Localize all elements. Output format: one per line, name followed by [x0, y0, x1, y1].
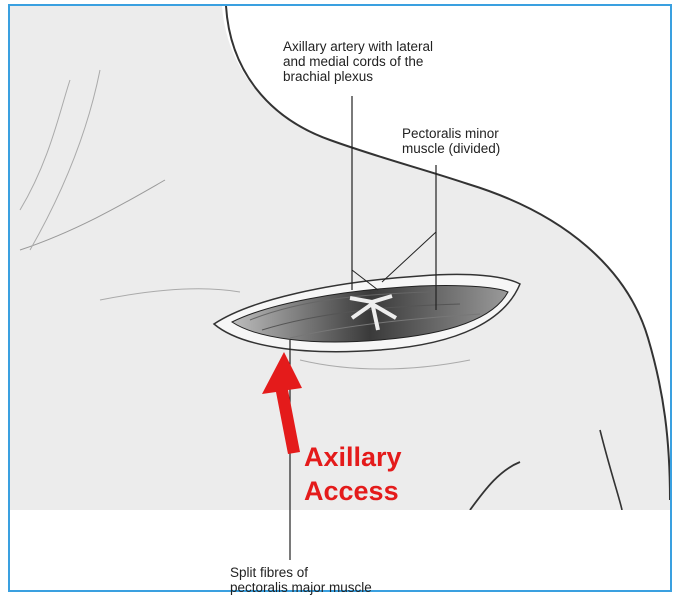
label-axillary-artery: Axillary artery with lateral and medial …	[283, 39, 433, 84]
label-line: Axillary artery with lateral	[283, 39, 433, 54]
annotation-line: Access	[304, 474, 402, 508]
axillary-access-annotation: Axillary Access	[304, 440, 402, 508]
annotation-line: Axillary	[304, 440, 402, 474]
label-pectoralis-minor: Pectoralis minor muscle (divided)	[402, 126, 500, 156]
label-line: muscle (divided)	[402, 141, 500, 156]
label-split-fibres: Split fibres of pectoralis major muscle	[230, 565, 372, 595]
label-line: and medial cords of the	[283, 54, 433, 69]
label-line: brachial plexus	[283, 69, 433, 84]
label-line: Split fibres of	[230, 565, 372, 580]
label-line: Pectoralis minor	[402, 126, 500, 141]
label-line: pectoralis major muscle	[230, 580, 372, 595]
